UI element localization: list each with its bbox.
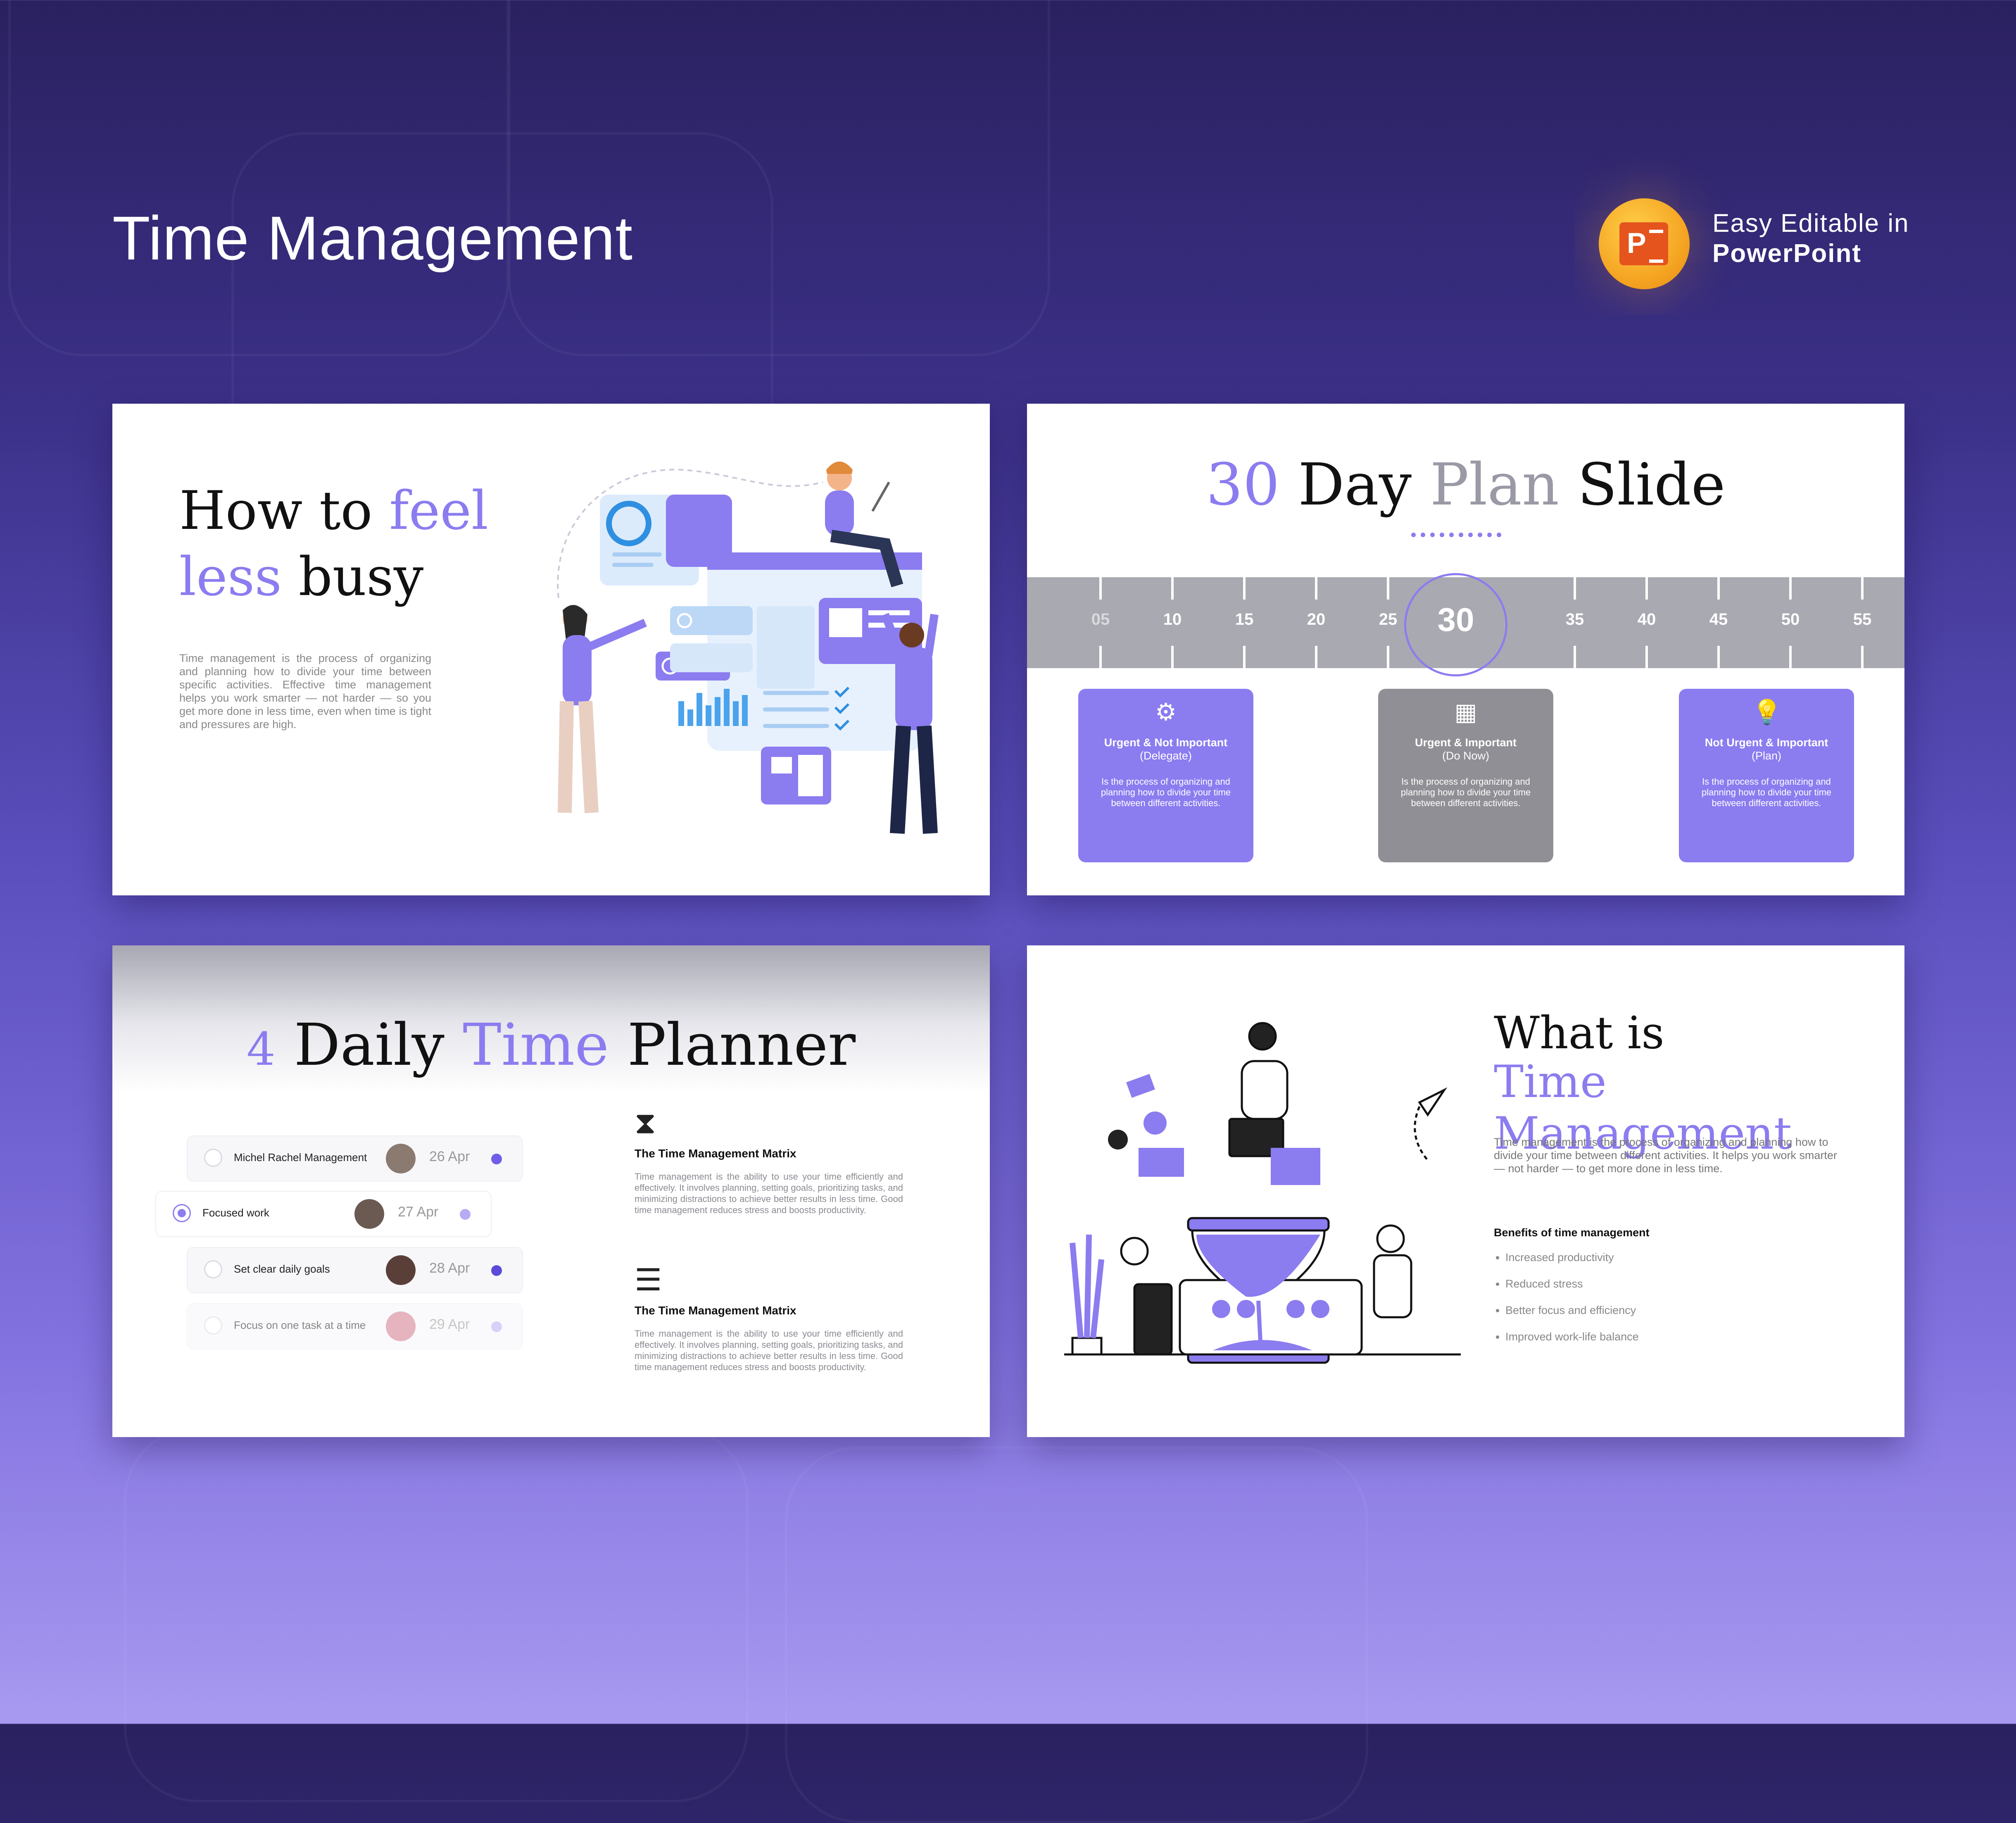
- ruler-tick-label: 45: [1709, 610, 1728, 628]
- bg-decor-shape: [8, 0, 509, 356]
- ruler-tick-label: 40: [1637, 610, 1656, 628]
- task-checkbox[interactable]: [204, 1260, 222, 1278]
- bg-decor-shape: [124, 1426, 749, 1802]
- ruler-tick-label: 10: [1163, 610, 1182, 628]
- hourglass-icon: ⧗: [635, 1106, 656, 1140]
- list-item: Better focus and efficiency: [1505, 1304, 1639, 1330]
- slide-what-is-time-management[interactable]: What is Time Management Time management …: [1027, 945, 1904, 1437]
- ruler-tick-line: [1574, 577, 1576, 600]
- status-dot: [491, 1154, 502, 1164]
- badge-line-2: PowerPoint: [1712, 239, 1862, 268]
- task-row[interactable]: Focused work 27 Apr: [155, 1191, 492, 1237]
- status-dot: [491, 1265, 502, 1276]
- task-row[interactable]: Focus on one task at a time 29 Apr: [187, 1303, 523, 1349]
- checklist-icon: ☰: [635, 1263, 662, 1297]
- ruler-tick-line: [1243, 646, 1246, 668]
- bg-decor-shape: [785, 1446, 1368, 1823]
- card-delegate[interactable]: ⚙ Urgent & Not Important(Delegate) Is th…: [1078, 689, 1253, 862]
- title-dots-divider: [1411, 532, 1506, 539]
- info-block: ⧗ The Time Management Matrix Time manage…: [635, 1106, 903, 1216]
- ruler-tick-line: [1387, 646, 1389, 668]
- ruler-tick-line: [1171, 646, 1174, 668]
- ruler-tick-label: 55: [1853, 610, 1872, 628]
- slide4-title-line1: What is: [1494, 1007, 1664, 1059]
- ruler-tick-line: [1099, 646, 1102, 668]
- info-block: ☰ The Time Management Matrix Time manage…: [635, 1263, 903, 1373]
- slide-how-to-feel-less-busy[interactable]: How to feel less busy Time management is…: [112, 404, 990, 895]
- calendar-icon: ▦: [1454, 699, 1477, 726]
- status-dot: [460, 1209, 471, 1220]
- task-row[interactable]: Michel Rachel Management 26 Apr: [187, 1135, 523, 1182]
- lightbulb-icon: 💡: [1752, 699, 1782, 726]
- ruler-tick-line: [1099, 577, 1102, 600]
- ruler-tick-line: [1315, 646, 1317, 668]
- ruler-tick-line: [1789, 646, 1792, 668]
- list-item: Increased productivity: [1505, 1251, 1639, 1278]
- card-plan[interactable]: 💡 Not Urgent & Important(Plan) Is the pr…: [1679, 689, 1854, 862]
- task-checkbox[interactable]: [204, 1316, 222, 1335]
- powerpoint-icon: P: [1619, 222, 1668, 265]
- list-item: Reduced stress: [1505, 1278, 1639, 1304]
- task-row[interactable]: Set clear daily goals 28 Apr: [187, 1247, 523, 1293]
- slide2-title: 30 Day Plan Slide: [1206, 451, 1726, 519]
- task-radio-selected[interactable]: [173, 1204, 191, 1222]
- ruler-tick-line: [1717, 646, 1720, 668]
- ruler-tick-line: [1387, 577, 1389, 600]
- avatar: [386, 1311, 416, 1341]
- active-day-marker[interactable]: 30: [1404, 573, 1507, 676]
- ruler-tick-line: [1861, 646, 1864, 668]
- page-title: Time Management: [112, 203, 633, 273]
- slide1-title: How to feel less busy: [179, 480, 488, 608]
- ruler-tick-line: [1861, 577, 1864, 600]
- slide4-body: Time management is the process of organi…: [1494, 1136, 1837, 1175]
- list-item: Improved work-life balance: [1505, 1330, 1639, 1357]
- ruler-tick-label: 35: [1565, 610, 1584, 628]
- avatar: [386, 1255, 416, 1285]
- ruler-tick-label: 25: [1379, 610, 1398, 628]
- ruler-tick-line: [1645, 646, 1648, 668]
- avatar: [354, 1199, 384, 1229]
- slide4-title-line2: Time Management: [1494, 1056, 1792, 1159]
- slide3-title: 4 Daily Time Planner: [246, 1011, 856, 1079]
- slide-30-day-plan[interactable]: 30 Day Plan Slide 30 ⚙ Urgent & Not Impo…: [1027, 404, 1904, 895]
- ruler-tick-label: 50: [1781, 610, 1800, 628]
- card-do-now[interactable]: ▦ Urgent & Important(Do Now) Is the proc…: [1378, 689, 1553, 862]
- ruler-tick-line: [1315, 577, 1317, 600]
- avatar: [386, 1144, 416, 1173]
- powerpoint-badge: P: [1599, 198, 1690, 289]
- ruler-tick-label: 20: [1307, 610, 1326, 628]
- ruler-tick-line: [1645, 577, 1648, 600]
- ruler-tick-line: [1789, 577, 1792, 600]
- benefits-list: Increased productivity Reduced stress Be…: [1494, 1251, 1639, 1357]
- ruler-tick-line: [1243, 577, 1246, 600]
- slide1-body: Time management is the process of organi…: [179, 652, 431, 731]
- bg-decor-shape: [508, 0, 1050, 356]
- gear-icon: ⚙: [1155, 699, 1177, 726]
- dashboard-illustration: [557, 462, 939, 834]
- ruler-tick-line: [1717, 577, 1720, 600]
- status-dot: [491, 1321, 502, 1332]
- benefits-heading: Benefits of time management: [1494, 1226, 1650, 1239]
- badge-line-1: Easy Editable in: [1712, 209, 1909, 238]
- ruler-tick-label: 05: [1091, 610, 1110, 628]
- slide-daily-time-planner[interactable]: 4 Daily Time Planner Michel Rachel Manag…: [112, 945, 990, 1437]
- ruler-tick-line: [1574, 646, 1576, 668]
- task-checkbox[interactable]: [204, 1149, 222, 1167]
- hourglass-illustration: [1064, 1022, 1461, 1364]
- ruler-tick-label: 15: [1235, 610, 1254, 628]
- ruler-tick-line: [1171, 577, 1174, 600]
